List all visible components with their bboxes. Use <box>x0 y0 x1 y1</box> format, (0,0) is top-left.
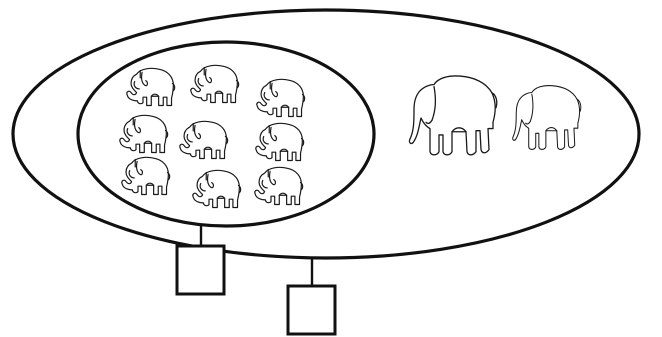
small-elephant-icon <box>254 166 304 206</box>
small-elephant-icon <box>190 64 240 104</box>
small-elephant-icon <box>126 67 176 107</box>
small-elephant-icon <box>179 120 229 160</box>
inner-set-ellipse <box>76 40 376 228</box>
small-elephant-icon <box>192 169 242 209</box>
inner-set-elephants <box>119 64 306 209</box>
small-elephant-icon <box>119 114 169 154</box>
large-elephant-icon <box>512 84 582 151</box>
inner-set-answer-box[interactable] <box>175 244 226 296</box>
outer-set-ellipse <box>11 8 641 260</box>
outer-set-answer-box[interactable] <box>286 284 337 336</box>
small-elephant-icon <box>121 156 171 196</box>
large-elephant-icon <box>408 75 498 156</box>
small-elephant-icon <box>256 78 306 118</box>
outer-set-elephants <box>408 75 582 156</box>
small-elephant-icon <box>255 122 305 162</box>
